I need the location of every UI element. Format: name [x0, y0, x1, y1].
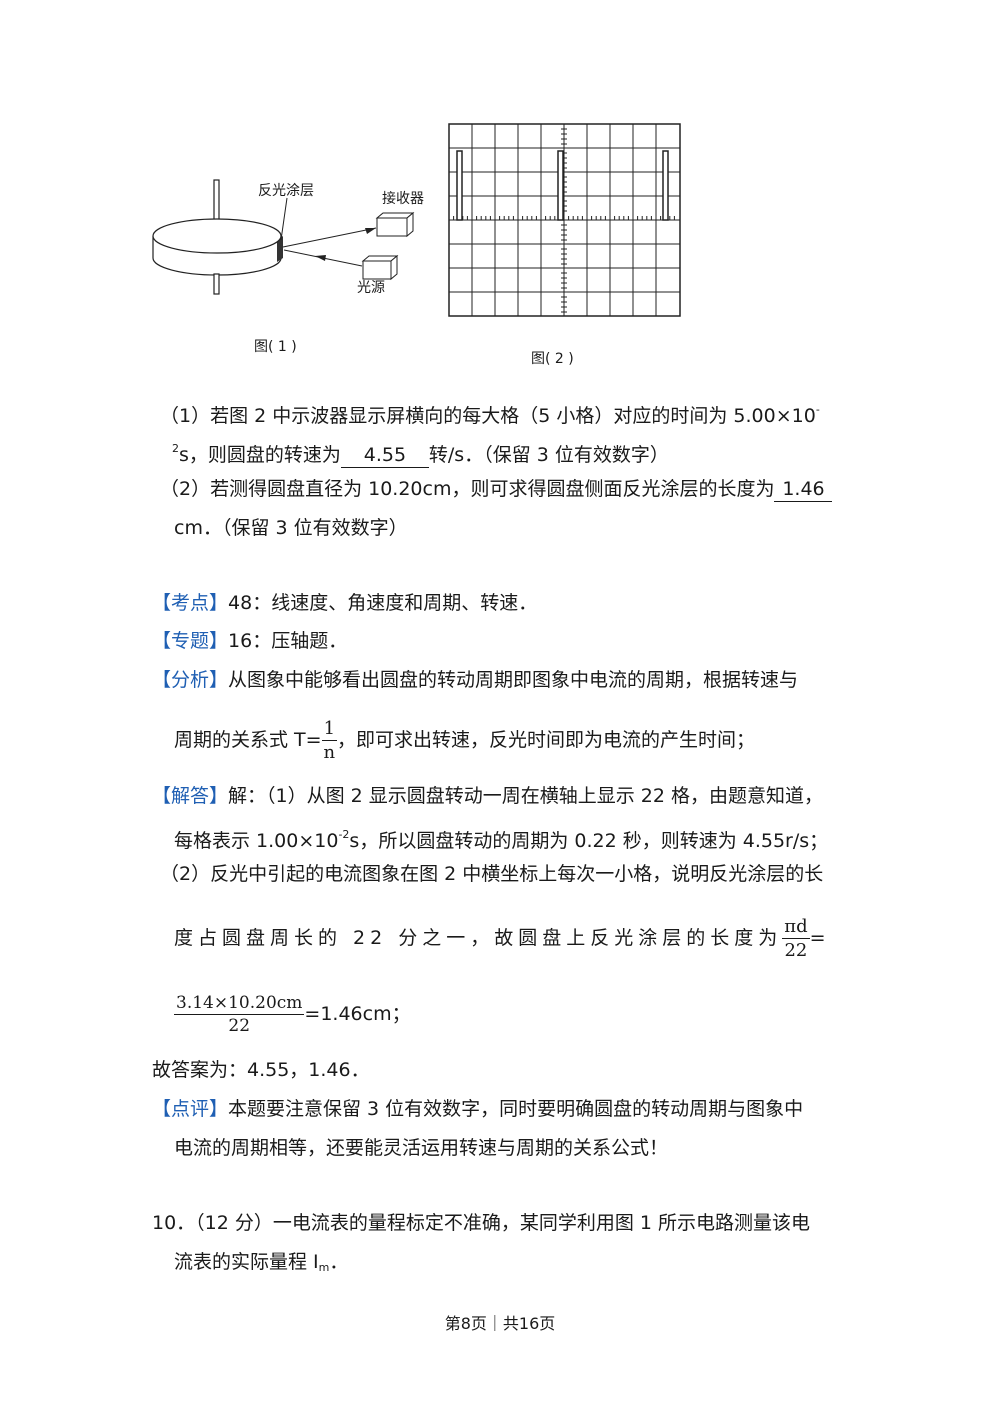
pulse-3: [662, 150, 669, 221]
page-footer: 第8页｜共16页: [444, 1314, 556, 1333]
jieda-line-1: 【解答】解：（1）从图 2 显示圆盘转动一周在横轴上显示 22 格，由题意知道，: [152, 783, 823, 809]
question-10-text-2b: ．: [329, 1251, 349, 1273]
fraction-denominator: n: [323, 741, 336, 763]
fraction-denominator: 22: [784, 939, 808, 961]
reflected-ray: [282, 227, 377, 248]
answer-summary: 故答案为：4.55，1.46．: [152, 1059, 370, 1081]
jieda-text-1: 解：（1）从图 2 显示圆盘转动一周在横轴上显示 22 格，由题意知道，: [228, 785, 824, 807]
fenxi-text-1: 从图象中能够看出圆盘的转动周期即图象中电流的周期，根据转速与: [228, 669, 799, 691]
zhuanti-tag: 【专题】: [152, 630, 229, 652]
answer-blank-length: 1.46: [774, 477, 833, 502]
reflective-coating: [277, 236, 283, 262]
fraction-denominator: 22: [228, 1015, 251, 1036]
equals-sign: =: [809, 927, 826, 949]
jieda-text-2a: 每格表示 1.00×10: [174, 830, 339, 852]
figure-1-caption: 图( 1 ): [254, 339, 297, 355]
exponent-minus-two: -2: [338, 828, 350, 841]
fenxi-tag: 【分析】: [152, 669, 229, 691]
zhuanti-line: 【专题】16：压轴题．: [152, 628, 347, 654]
pulse-2: [557, 150, 564, 221]
figure-2-oscilloscope-screen: [448, 123, 681, 317]
jieda-tag: 【解答】: [152, 785, 229, 807]
question-part-1-text-3: 转/s．（保留 3 位有效数字）: [428, 444, 669, 466]
fraction-numerator: πd: [782, 915, 810, 939]
question-part-1-text: （1）若图 2 中示波器显示屏横向的每大格（5 小格）对应的时间为 5.00×1…: [160, 405, 816, 427]
kaodian-tag: 【考点】: [152, 592, 229, 614]
question-10-line-2: 流表的实际量程 Im．: [174, 1249, 348, 1281]
answer-blank-speed: 4.55: [340, 443, 429, 468]
coating-pointer: [280, 197, 288, 241]
fenxi-line-1: 【分析】从图象中能够看出圆盘的转动周期即图象中电流的周期，根据转速与: [152, 667, 798, 693]
pulse-1: [456, 150, 463, 221]
dianping-text-2: 电流的周期相等，还要能灵活运用转速与周期的关系公式！: [174, 1137, 669, 1159]
light-source-label: 光源: [357, 280, 385, 296]
fraction-numerator: 1: [321, 717, 338, 741]
jieda-text-4: 度占圆盘周长的 22 分之一，故圆盘上反光涂层的长度为: [174, 927, 783, 949]
dianping-tag: 【点评】: [152, 1098, 229, 1120]
fenxi-text-2a: 周期的关系式 T=: [174, 729, 322, 751]
fraction-numerator: 3.14×10.20cm: [174, 992, 305, 1015]
receiver-label: 接收器: [382, 191, 424, 207]
question-part-2-line-2: cm．（保留 3 位有效数字）: [174, 515, 408, 541]
kaodian-line: 【考点】48：线速度、角速度和周期、转速．: [152, 590, 537, 616]
question-part-1-text-2: s，则圆盘的转速为: [179, 444, 341, 466]
jieda-text-2b: s，所以圆盘转动的周期为 0.22 秒，则转速为 4.55r/s；: [349, 830, 829, 852]
light-source-box: [361, 254, 399, 281]
dianping-line-1: 【点评】本题要注意保留 3 位有效数字，同时要明确圆盘的转动周期与图象中: [152, 1096, 803, 1122]
fenxi-text-2b: ，即可求出转速，反光时间即为电流的产生时间；: [337, 729, 756, 751]
exponent-minus: -: [815, 403, 820, 416]
question-10-line-1: 10．（12 分）一电流表的量程标定不准确，某同学利用图 1 所示电路测量该电: [152, 1210, 810, 1236]
zhuanti-text: 16：压轴题．: [228, 630, 348, 652]
question-part-1-line-1: （1）若图 2 中示波器显示屏横向的每大格（5 小格）对应的时间为 5.00×1…: [160, 397, 820, 429]
subscript-m: m: [318, 1261, 330, 1274]
coating-label: 反光涂层: [258, 183, 314, 199]
exponent-two: 2: [172, 442, 179, 455]
dianping-text-1: 本题要注意保留 3 位有效数字，同时要明确圆盘的转动周期与图象中: [228, 1098, 804, 1120]
jieda-text-5: =1.46cm；: [304, 1003, 411, 1025]
question-10-text-2a: 流表的实际量程 I: [174, 1251, 319, 1273]
disc-top: [152, 218, 282, 254]
kaodian-text: 48：线速度、角速度和周期、转速．: [228, 592, 538, 614]
dianping-line-2: 电流的周期相等，还要能灵活运用转速与周期的关系公式！: [174, 1135, 668, 1161]
question-part-2-text-2: cm．（保留 3 位有效数字）: [174, 517, 408, 539]
jieda-line-2: 每格表示 1.00×10-2s，所以圆盘转动的周期为 0.22 秒，则转速为 4…: [174, 822, 828, 854]
question-10-text-1: 10．（12 分）一电流表的量程标定不准确，某同学利用图 1 所示电路测量该电: [152, 1212, 811, 1234]
jieda-text-3: （2）反光中引起的电流图象在图 2 中横坐标上每次一小格，说明反光涂层的长: [160, 863, 824, 885]
incident-ray-arrow: [315, 255, 326, 261]
figure-2-caption: 图( 2 ): [531, 351, 574, 367]
axle-bottom: [213, 273, 220, 295]
jieda-line-3: （2）反光中引起的电流图象在图 2 中横坐标上每次一小格，说明反光涂层的长: [160, 861, 823, 887]
figure-1-disc-diagram: [152, 179, 415, 295]
reflected-ray-arrow: [365, 228, 376, 234]
receiver-box: [375, 211, 415, 238]
question-part-2-text: （2）若测得圆盘直径为 10.20cm，则可求得圆盘侧面反光涂层的长度为: [160, 478, 775, 500]
